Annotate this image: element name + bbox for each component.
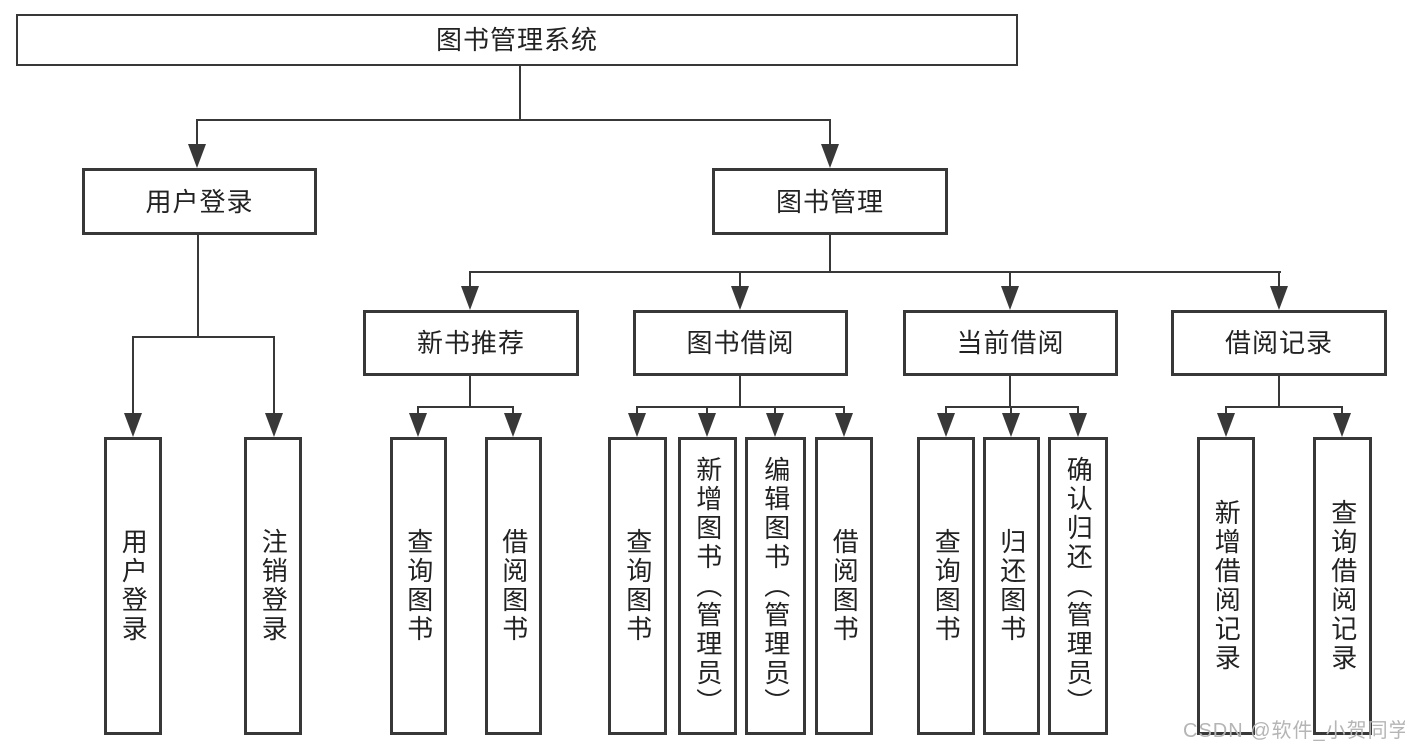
node-book-management: 图书管理 [712, 168, 948, 235]
arrow-down-icon [1333, 413, 1351, 437]
connector-branch [945, 406, 1079, 408]
connector-stem [132, 336, 134, 415]
connector-root-branch [197, 119, 831, 121]
arrow-down-icon [937, 413, 955, 437]
connector-stem [273, 336, 275, 415]
connector-stem [1278, 376, 1280, 408]
arrow-down-icon [731, 286, 749, 310]
leaf-query-borrow-record: 查询借阅记录 [1313, 437, 1372, 735]
leaf-label: 查询图书 [931, 528, 962, 644]
node-label: 图书管理 [775, 186, 884, 217]
connector-stem [1077, 406, 1079, 417]
arrow-down-icon [409, 413, 427, 437]
node-new-book-recommendation: 新书推荐 [363, 310, 579, 376]
leaf-label: 确认归还（管理员） [1063, 455, 1094, 717]
connector-branch [417, 406, 514, 408]
connector-stem [1341, 406, 1343, 417]
leaf-add-borrow-record: 新增借阅记录 [1197, 437, 1255, 735]
leaf-label: 归还图书 [996, 528, 1027, 644]
leaf-query-books-current: 查询图书 [917, 437, 975, 735]
connector-stem [469, 271, 471, 288]
connector-root-stem [519, 66, 521, 121]
leaf-label: 借阅图书 [829, 528, 860, 644]
connector-stem [739, 376, 741, 408]
arrow-down-icon [1217, 413, 1235, 437]
node-book-borrowing: 图书借阅 [633, 310, 848, 376]
arrow-down-icon [835, 413, 853, 437]
connector-stem [1009, 271, 1011, 288]
node-label: 借阅记录 [1224, 328, 1333, 358]
leaf-label: 借阅图书 [498, 528, 529, 644]
arrow-down-icon [1001, 286, 1019, 310]
connector-stem [843, 406, 845, 417]
arrow-down-icon [821, 144, 839, 168]
connector-stem [636, 406, 638, 417]
arrow-down-icon [265, 413, 283, 437]
connector-stem [1225, 406, 1227, 417]
arrow-down-icon [124, 413, 142, 437]
connector-stem [774, 406, 776, 417]
leaf-return-books: 归还图书 [983, 437, 1040, 735]
connector-stem [196, 119, 198, 147]
arrow-down-icon [698, 413, 716, 437]
leaf-borrow-books-recommend: 借阅图书 [485, 437, 542, 735]
csdn-watermark: CSDN @软件_小贺同学 [1183, 720, 1405, 742]
arrow-down-icon [504, 413, 522, 437]
node-label: 新书推荐 [416, 328, 525, 358]
node-label: 当前借阅 [956, 328, 1065, 358]
leaf-add-book-admin: 新增图书（管理员） [678, 437, 737, 735]
node-user-login: 用户登录 [82, 168, 317, 235]
leaf-user-login: 用户登录 [104, 437, 162, 735]
arrow-down-icon [628, 413, 646, 437]
connector-stem [829, 235, 831, 273]
connector-stem [512, 406, 514, 417]
leaf-logout: 注销登录 [244, 437, 302, 735]
connector-branch [132, 336, 275, 338]
arrow-down-icon [1069, 413, 1087, 437]
connector-stem [1278, 271, 1280, 288]
node-label: 用户登录 [145, 186, 254, 217]
connector-stem [706, 406, 708, 417]
connector-stem [197, 235, 199, 338]
connector-stem [417, 406, 419, 417]
connector-stem [1010, 406, 1012, 417]
arrow-down-icon [461, 286, 479, 310]
leaf-label: 查询图书 [403, 528, 434, 644]
leaf-label: 注销登录 [258, 528, 289, 644]
connector-stem [739, 271, 741, 288]
arrow-down-icon [766, 413, 784, 437]
connector-stem [1009, 376, 1011, 408]
leaf-label: 编辑图书（管理员） [760, 455, 791, 717]
arrow-down-icon [188, 144, 206, 168]
leaf-edit-book-admin: 编辑图书（管理员） [745, 437, 806, 735]
leaf-label: 新增借阅记录 [1211, 499, 1242, 673]
leaf-query-books-borrowing: 查询图书 [608, 437, 667, 735]
leaf-label: 查询借阅记录 [1327, 499, 1358, 673]
connector-branch [469, 271, 1281, 273]
leaf-label: 新增图书（管理员） [692, 455, 723, 717]
connector-stem [945, 406, 947, 417]
arrow-down-icon [1270, 286, 1288, 310]
connector-stem [469, 376, 471, 408]
arrow-down-icon [1002, 413, 1020, 437]
node-label: 图书管理系统 [435, 25, 598, 55]
node-current-borrowing: 当前借阅 [903, 310, 1118, 376]
leaf-label: 查询图书 [622, 528, 653, 644]
leaf-confirm-return-admin: 确认归还（管理员） [1048, 437, 1108, 735]
connector-branch [1225, 406, 1343, 408]
node-borrowing-records: 借阅记录 [1171, 310, 1387, 376]
leaf-query-books-recommend: 查询图书 [390, 437, 447, 735]
leaf-borrow-books-borrowing: 借阅图书 [815, 437, 873, 735]
connector-branch [636, 406, 845, 408]
node-label: 图书借阅 [686, 328, 795, 358]
connector-stem [829, 119, 831, 147]
node-book-management-system: 图书管理系统 [16, 14, 1018, 66]
leaf-label: 用户登录 [118, 528, 149, 644]
